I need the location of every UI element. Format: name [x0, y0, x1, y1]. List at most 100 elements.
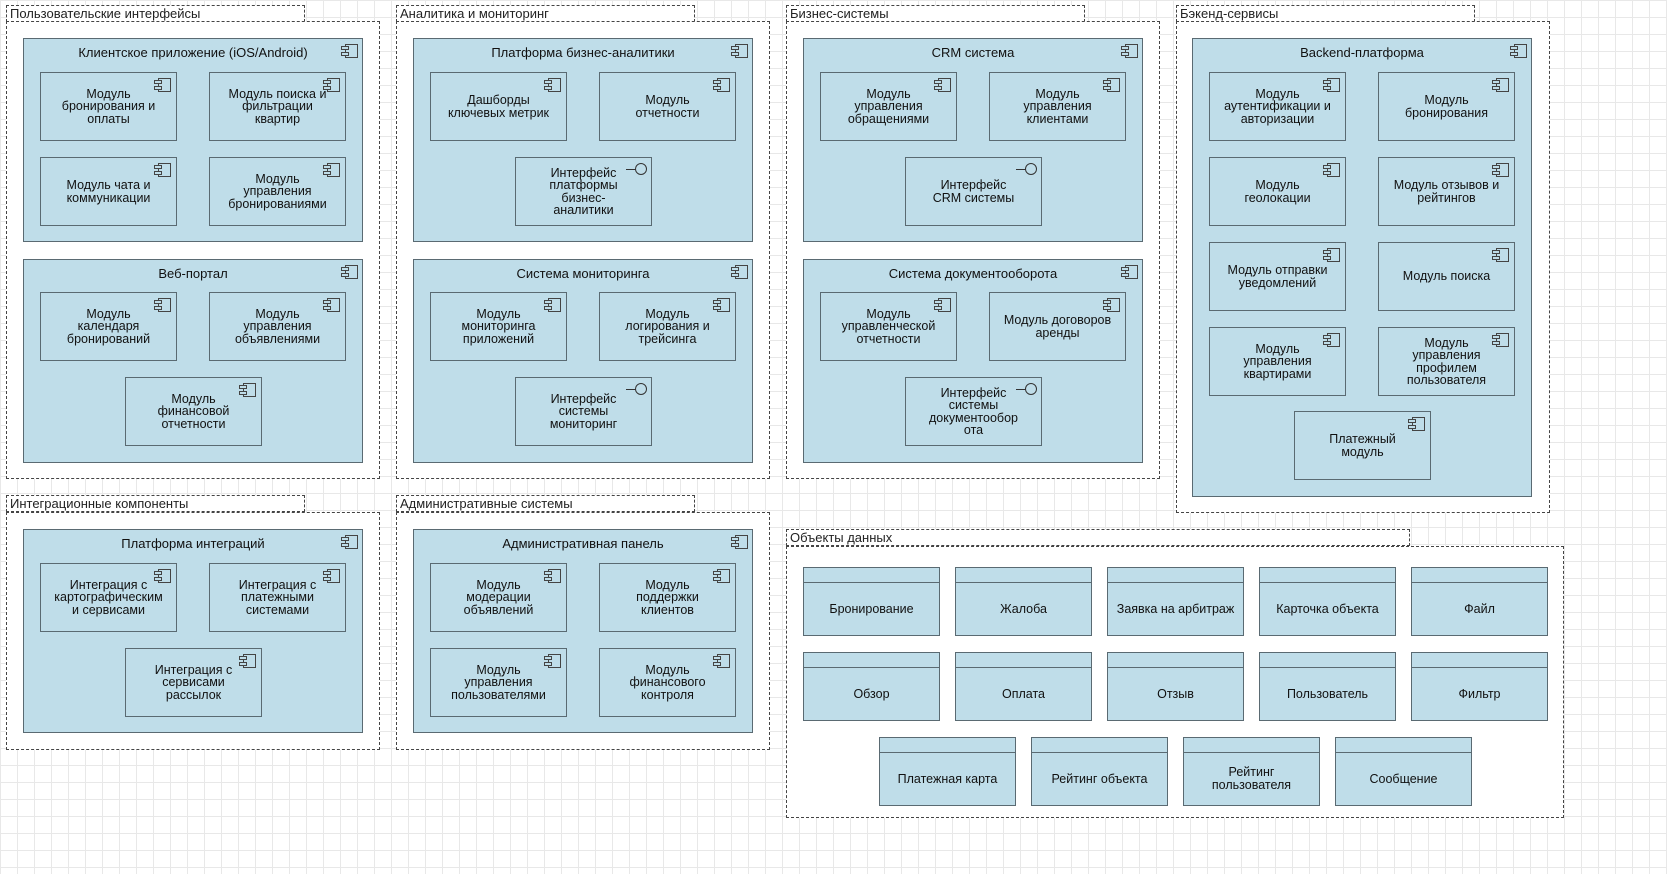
- package-title: Административные системы: [400, 496, 573, 511]
- component-icon: [731, 535, 749, 549]
- component-icon: [544, 569, 562, 583]
- module[interactable]: Модуль бронирования: [1378, 72, 1515, 141]
- module[interactable]: Модуль поиска и фильтрации квартир: [209, 72, 346, 141]
- package-tab-analytics: Аналитика и мониторинг: [396, 5, 695, 22]
- module[interactable]: Модуль управленческой отчетности: [820, 292, 957, 361]
- module[interactable]: Модуль модерации объявлений: [430, 563, 567, 632]
- module-label: Модуль аутентификации и авторизации: [1224, 86, 1331, 126]
- package-title: Бизнес-системы: [790, 6, 889, 21]
- component-icon: [713, 654, 731, 668]
- interface[interactable]: Интерфейс системы документообор ота: [905, 377, 1042, 446]
- module[interactable]: Интеграция с картографическим и сервисам…: [40, 563, 177, 632]
- module-label: Модуль чата и коммуникации: [66, 178, 151, 205]
- data-entity[interactable]: Рейтинг объекта: [1031, 737, 1168, 806]
- interface[interactable]: Интерфейс платформы бизнес- аналитики: [515, 157, 652, 226]
- module[interactable]: Платежный модуль: [1294, 411, 1431, 480]
- component-icon: [544, 654, 562, 668]
- component-title: Backend-платформа: [1300, 45, 1424, 60]
- module-label: Модуль календаря бронирований: [66, 306, 151, 346]
- module-label: Модуль поиска: [1402, 269, 1491, 284]
- package-title: Пользовательские интерфейсы: [10, 6, 201, 21]
- component-title: Система мониторинга: [516, 266, 650, 281]
- module-label: Модуль логирования и трейсинга: [625, 306, 710, 346]
- module[interactable]: Модуль отправки уведомлений: [1209, 242, 1346, 311]
- module[interactable]: Интеграция с сервисами рассылок: [125, 648, 262, 717]
- data-entity[interactable]: Жалоба: [955, 567, 1092, 636]
- interface-icon: [626, 383, 647, 397]
- interface-label: Интерфейс платформы бизнес- аналитики: [549, 165, 618, 217]
- package-tab-business: Бизнес-системы: [786, 5, 1085, 22]
- module[interactable]: Модуль геолокации: [1209, 157, 1346, 226]
- module[interactable]: Модуль поиска: [1378, 242, 1515, 311]
- interface-label: Интерфейс системы мониторинг: [549, 391, 618, 431]
- data-entity[interactable]: Обзор: [803, 652, 940, 721]
- module[interactable]: Модуль календаря бронирований: [40, 292, 177, 361]
- component-title: Веб-портал: [158, 266, 228, 281]
- component-icon: [154, 163, 172, 177]
- module-label: Дашборды ключевых метрик: [447, 93, 550, 120]
- data-entity[interactable]: Платежная карта: [879, 737, 1016, 806]
- data-entity[interactable]: Бронирование: [803, 567, 940, 636]
- module-label: Платежный модуль: [1329, 432, 1396, 459]
- module[interactable]: Модуль финансового контроля: [599, 648, 736, 717]
- data-entity[interactable]: Заявка на арбитраж: [1107, 567, 1244, 636]
- entity-label: Сообщение: [1369, 771, 1438, 786]
- entity-label: Платежная карта: [897, 771, 998, 786]
- module-label: Модуль мониторинга приложений: [461, 306, 536, 346]
- package-title: Аналитика и мониторинг: [400, 6, 549, 21]
- data-entity[interactable]: Сообщение: [1335, 737, 1472, 806]
- entity-label: Обзор: [853, 686, 890, 701]
- module[interactable]: Модуль аутентификации и авторизации: [1209, 72, 1346, 141]
- data-entity[interactable]: Рейтинг пользователя: [1183, 737, 1320, 806]
- data-entity[interactable]: Файл: [1411, 567, 1548, 636]
- component-title: Система документооборота: [888, 266, 1058, 281]
- module[interactable]: Модуль поддержки клиентов: [599, 563, 736, 632]
- component-title: Платформа бизнес-аналитики: [491, 45, 675, 60]
- module[interactable]: Модуль бронирования и оплаты: [40, 72, 177, 141]
- component-icon: [731, 265, 749, 279]
- module[interactable]: Модуль чата и коммуникации: [40, 157, 177, 226]
- module[interactable]: Модуль управления квартирами: [1209, 327, 1346, 396]
- module[interactable]: Дашборды ключевых метрик: [430, 72, 567, 141]
- entity-label: Фильтр: [1458, 686, 1501, 701]
- component-icon: [323, 569, 341, 583]
- component-icon: [239, 654, 257, 668]
- module[interactable]: Модуль логирования и трейсинга: [599, 292, 736, 361]
- package-tab-ui: Пользовательские интерфейсы: [6, 5, 305, 22]
- data-entity[interactable]: Пользователь: [1259, 652, 1396, 721]
- entity-label: Файл: [1464, 601, 1495, 616]
- interface[interactable]: Интерфейс CRM системы: [905, 157, 1042, 226]
- module[interactable]: Модуль управления объявлениями: [209, 292, 346, 361]
- module[interactable]: Модуль отзывов и рейтингов: [1378, 157, 1515, 226]
- module[interactable]: Модуль управления пользователями: [430, 648, 567, 717]
- package-tab-integration: Интеграционные компоненты: [6, 495, 305, 512]
- entity-label: Жалоба: [1000, 601, 1047, 616]
- package-tab-admin: Административные системы: [396, 495, 695, 512]
- module[interactable]: Модуль управления профилем пользователя: [1378, 327, 1515, 396]
- module-label: Модуль бронирования и оплаты: [61, 86, 156, 126]
- component-icon: [1492, 163, 1510, 177]
- module[interactable]: Модуль финансовой отчетности: [125, 377, 262, 446]
- component-icon: [341, 265, 359, 279]
- module[interactable]: Модуль отчетности: [599, 72, 736, 141]
- module[interactable]: Интеграция с платежными системами: [209, 563, 346, 632]
- interface[interactable]: Интерфейс системы мониторинг: [515, 377, 652, 446]
- data-entity[interactable]: Отзыв: [1107, 652, 1244, 721]
- module[interactable]: Модуль управления бронированиями: [209, 157, 346, 226]
- module[interactable]: Модуль управления клиентами: [989, 72, 1126, 141]
- component-icon: [1492, 248, 1510, 262]
- module-label: Модуль управления квартирами: [1243, 341, 1312, 381]
- component-icon: [544, 298, 562, 312]
- component-icon: [341, 44, 359, 58]
- module-label: Модуль управления пользователями: [451, 662, 546, 702]
- data-entity[interactable]: Карточка объекта: [1259, 567, 1396, 636]
- interface-icon: [1016, 163, 1037, 177]
- data-entity[interactable]: Оплата: [955, 652, 1092, 721]
- component-icon: [323, 78, 341, 92]
- interface-label: Интерфейс CRM системы: [932, 178, 1015, 205]
- module[interactable]: Модуль управления обращениями: [820, 72, 957, 141]
- data-entity[interactable]: Фильтр: [1411, 652, 1548, 721]
- module[interactable]: Модуль мониторинга приложений: [430, 292, 567, 361]
- component-title: CRM система: [931, 45, 1015, 60]
- module[interactable]: Модуль договоров аренды: [989, 292, 1126, 361]
